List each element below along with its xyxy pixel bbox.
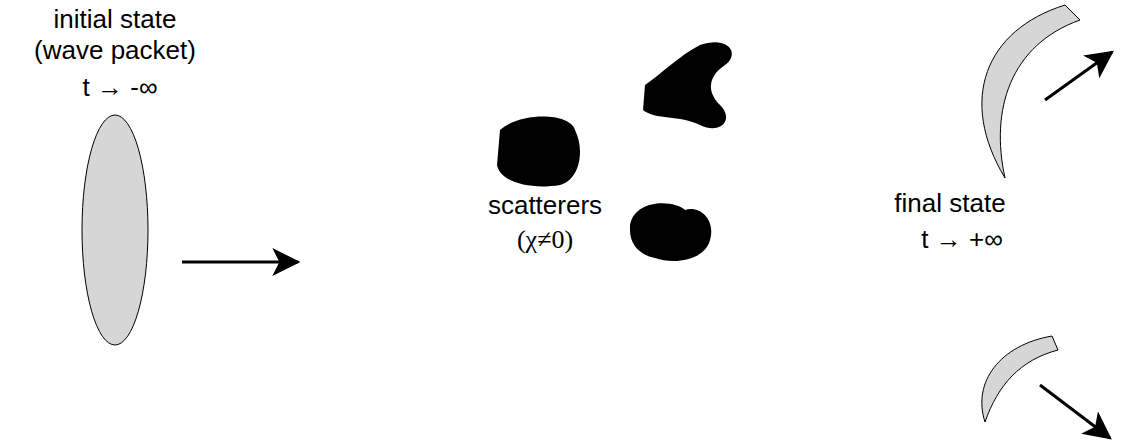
scattered-wave — [982, 5, 1080, 178]
state-label: final state — [894, 188, 1005, 219]
incident-arrow — [182, 261, 298, 264]
condition-label: (χ≠0) — [517, 224, 573, 255]
wave-packet — [82, 115, 148, 345]
outgoing-arrow — [1040, 385, 1110, 438]
state-label: initial state (wave packet) — [25, 4, 205, 66]
scatterer-blob — [497, 117, 580, 187]
scatterer-label: scatterers — [488, 190, 602, 221]
outgoing-arrow — [1045, 52, 1112, 100]
time-label: t → -∞ — [83, 72, 158, 103]
scatterer-blob — [630, 203, 711, 261]
scattered-wave — [982, 336, 1058, 422]
time-label: t → +∞ — [921, 224, 1002, 255]
scatterer-blob — [643, 42, 732, 128]
